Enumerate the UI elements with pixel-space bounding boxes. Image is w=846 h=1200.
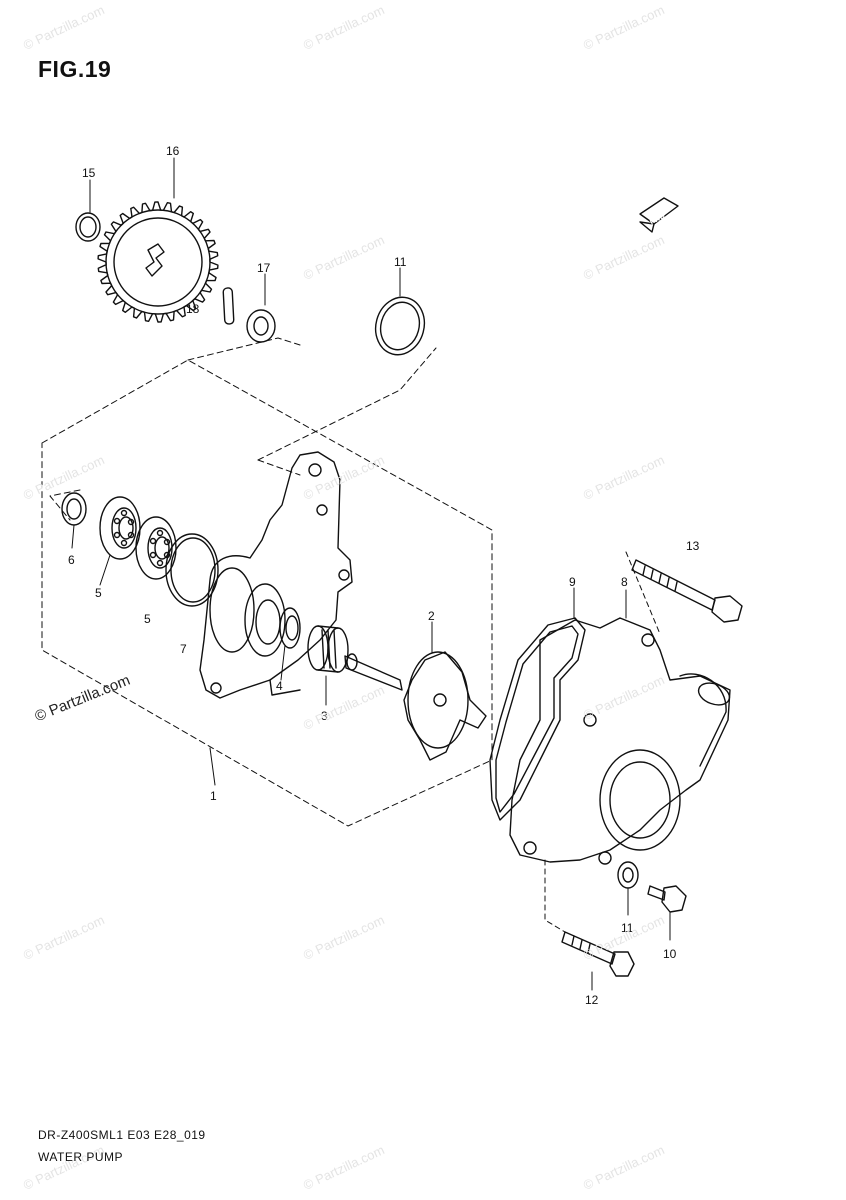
callout-8[interactable]: 8 [621, 575, 628, 589]
part-9-gasket[interactable] [489, 617, 586, 821]
part-5-bearing-a[interactable] [99, 496, 141, 560]
part-5-bearing-b[interactable] [135, 516, 177, 580]
pump-case-body[interactable] [199, 451, 353, 699]
callout-13[interactable]: 13 [686, 539, 700, 553]
section-name: WATER PUMP [38, 1150, 123, 1164]
leader-lines [544, 551, 661, 933]
part-15-circlip[interactable] [75, 212, 101, 242]
part-7-o-ring[interactable] [165, 533, 219, 607]
callout-labels: 15 16 17 18 11 6 5 5 7 4 3 2 1 13 9 8 11… [68, 144, 700, 1007]
callout-11-top[interactable]: 11 [394, 255, 407, 269]
part-17-washer[interactable] [246, 309, 276, 343]
callout-12[interactable]: 12 [585, 993, 599, 1007]
callout-4[interactable]: 4 [276, 679, 283, 693]
part-18-pin[interactable] [222, 287, 235, 325]
callout-3[interactable]: 3 [321, 709, 328, 723]
part-8-pump-cover[interactable] [509, 617, 732, 865]
callout-leaders [71, 157, 671, 991]
callout-6[interactable]: 6 [68, 553, 75, 567]
part-4-oil-seal[interactable] [279, 607, 301, 649]
callout-5b[interactable]: 5 [144, 612, 151, 626]
callout-2[interactable]: 2 [428, 609, 435, 623]
front-marker-label: FWD [649, 213, 666, 227]
callout-18[interactable]: 18 [186, 302, 200, 316]
part-16-gear[interactable] [97, 201, 219, 323]
part-10-drain-bolt[interactable] [647, 885, 687, 913]
callout-15[interactable]: 15 [82, 166, 96, 180]
part-2-impeller[interactable] [344, 651, 487, 761]
model-code: DR-Z400SML1 E03 E28_019 [38, 1128, 206, 1142]
part-13-long-bolt[interactable] [631, 559, 743, 623]
callout-7[interactable]: 7 [180, 642, 187, 656]
callout-11-bottom[interactable]: 11 [621, 921, 634, 935]
callout-10[interactable]: 10 [663, 947, 677, 961]
part-6-circlip[interactable] [61, 492, 87, 526]
front-direction-marker [639, 197, 679, 233]
assembly-1-outline [41, 337, 493, 827]
callout-9[interactable]: 9 [569, 575, 576, 589]
part-11-washer-bottom[interactable] [617, 861, 639, 889]
figure-title: FIG.19 [38, 56, 112, 82]
callout-5a[interactable]: 5 [95, 586, 102, 600]
callout-1[interactable]: 1 [210, 789, 217, 803]
part-12-bolt[interactable] [561, 931, 635, 977]
part-11-o-ring-top[interactable] [369, 292, 430, 360]
callout-17[interactable]: 17 [257, 261, 271, 275]
part-3-mechanical-seal[interactable] [307, 625, 349, 673]
callout-16[interactable]: 16 [166, 144, 180, 158]
